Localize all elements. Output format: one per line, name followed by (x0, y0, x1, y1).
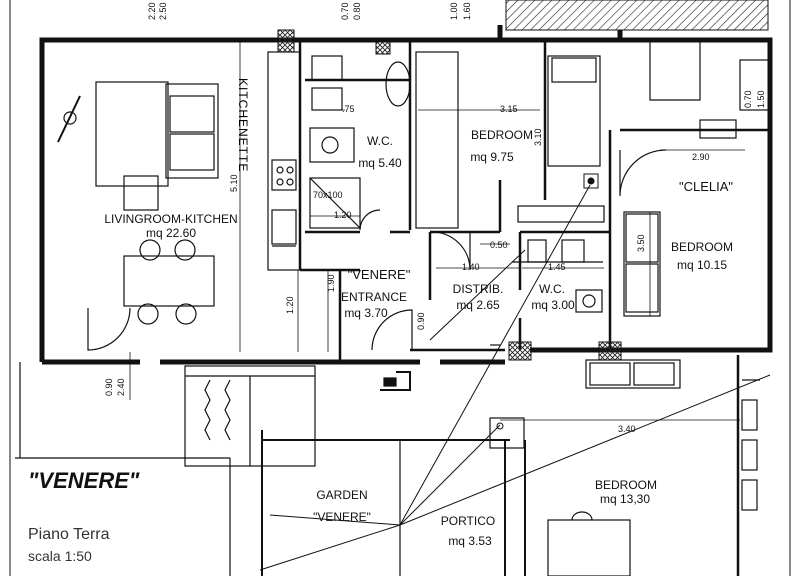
dim-100: 1.00 (449, 2, 459, 20)
distrib-name: DISTRIB. (452, 282, 504, 296)
exterior-walls (39, 25, 773, 365)
dim-090a: 0.90 (416, 312, 426, 330)
bedroom2-name: BEDROOM (670, 240, 733, 254)
dim-240: 2.40 (116, 378, 126, 396)
kitchenette-label: KITCHENETTE (236, 78, 250, 173)
wc2-name: W.C. (539, 282, 565, 296)
wc1-fixtures (309, 55, 411, 231)
clelia-label: "CLELIA" (678, 179, 734, 194)
bedroom1-area: mq 9.75 (470, 150, 514, 164)
garden-name: GARDEN (316, 488, 368, 502)
dim-160: 1.60 (462, 2, 472, 20)
bedroom3-area: mq 13,30 (599, 492, 651, 506)
plan-scale: scala 1:50 (28, 548, 92, 564)
dim-250: 2.50 (158, 2, 168, 20)
dim-140: 1.40 (462, 262, 480, 272)
entrance-area: mq 3.70 (344, 306, 388, 320)
living-furniture (57, 81, 219, 351)
living-room-name: LIVINGROOM-KITCHEN (104, 212, 238, 226)
dim-290: 2.90 (692, 152, 710, 162)
hatched-wall (505, 0, 769, 31)
dim-080: 0.80 (352, 2, 362, 20)
portico-name: PORTICO (440, 514, 496, 528)
garden-sub: "VENERE" (313, 510, 371, 524)
wc1-area: mq 5.40 (358, 156, 402, 170)
bedroom2-area: mq 10.15 (676, 258, 728, 272)
dim-050: 0.50 (490, 240, 508, 250)
dim-340: 3.40 (618, 424, 636, 434)
dim-070b: 0.70 (743, 90, 753, 108)
wc1-name: W.C. (367, 134, 393, 148)
dim-510: 5.10 (229, 174, 239, 192)
bedroom1-furniture (415, 51, 605, 271)
columns (277, 29, 622, 361)
wc2-area: mq 3.00 (531, 298, 575, 312)
dim-310: 3.10 (533, 128, 543, 146)
wc2-fixtures (512, 239, 603, 313)
entrance-name: ENTRANCE (340, 290, 407, 304)
dim-190: 1.90 (326, 274, 336, 292)
kitchenette-units (267, 51, 301, 271)
dim-220: 2.20 (147, 2, 157, 20)
entrance-title: "VENERE" (347, 267, 411, 282)
dim-315: 3.15 (500, 104, 518, 114)
dim-120a: 1.20 (334, 210, 352, 220)
shower-size: 70x100 (313, 190, 343, 200)
floor-name: Piano Terra (28, 526, 110, 543)
dim-175: .75 (342, 104, 355, 114)
dim-070: 0.70 (340, 2, 350, 20)
bedroom3-furniture (547, 359, 681, 576)
bedroom1-name: BEDROOM (470, 128, 533, 142)
portico-area: mq 3.53 (448, 534, 492, 548)
dim-150: 1.50 (756, 90, 766, 108)
dim-090-living: 0.90 (104, 378, 114, 396)
dim-145: 1.45 (548, 262, 566, 272)
distrib-area: mq 2.65 (456, 298, 500, 312)
bedroom2-furniture (619, 40, 771, 317)
plan-title: "VENERE" (28, 468, 140, 493)
living-room-area: mq 22.60 (145, 226, 197, 240)
dim-120b: 1.20 (285, 296, 295, 314)
dim-350: 3.50 (636, 234, 646, 252)
bedroom3-name: BEDROOM (594, 478, 657, 492)
